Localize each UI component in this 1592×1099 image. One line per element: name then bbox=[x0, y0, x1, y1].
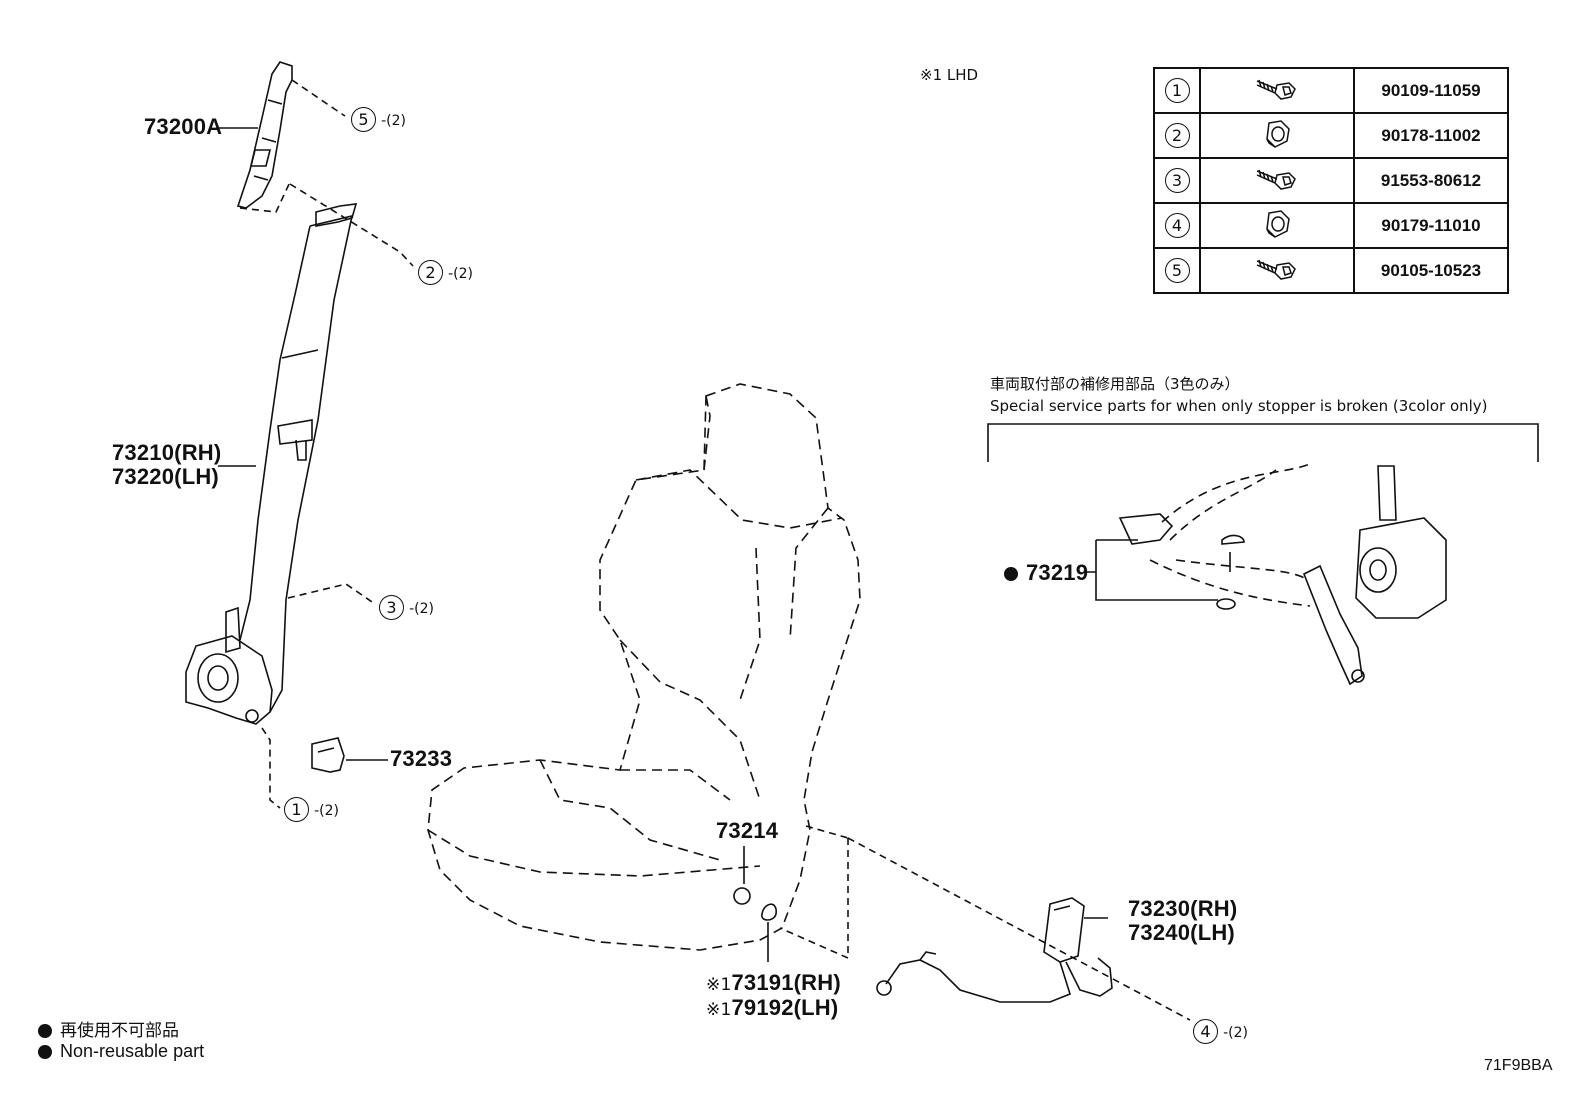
buckle-drawing bbox=[876, 897, 1113, 1003]
legend-part-number[interactable]: 90105-10523 bbox=[1353, 247, 1509, 294]
shoulder-anchor-drawing bbox=[236, 61, 293, 209]
callout-qty: -(2) bbox=[448, 266, 473, 282]
non-reusable-bullet-icon bbox=[38, 1045, 52, 1060]
callout-number: 1 bbox=[284, 797, 309, 822]
part-number: 73191(RH) bbox=[731, 970, 841, 995]
diagram-code: 71F9BBA bbox=[1484, 1057, 1553, 1074]
stopper-inset-drawing bbox=[1118, 463, 1447, 686]
part-label-73219[interactable]: 73219 bbox=[1004, 560, 1088, 586]
part-label-73220[interactable]: 73220(LH) bbox=[112, 464, 219, 489]
footer-en-text: Non-reusable part bbox=[60, 1041, 205, 1061]
legend-part-number[interactable]: 90109-11059 bbox=[1353, 67, 1509, 114]
legend-number: 5 bbox=[1164, 258, 1190, 283]
bolt-icon bbox=[1256, 259, 1296, 280]
callout-2: 2 -(2) bbox=[418, 260, 473, 285]
legend-part-number[interactable]: 90178-11002 bbox=[1353, 112, 1509, 159]
legend-row: 3 91553-80612 bbox=[1153, 157, 1509, 204]
callout-3: 3 -(2) bbox=[379, 595, 434, 620]
lhd-note: ※1 LHD bbox=[920, 66, 979, 84]
callout-number: 2 bbox=[418, 260, 443, 285]
part-number: 79192(LH) bbox=[731, 995, 839, 1020]
part-label-73240[interactable]: 73240(LH) bbox=[1128, 920, 1235, 945]
nut-icon bbox=[1266, 209, 1290, 238]
legend-number: 4 bbox=[1164, 213, 1190, 238]
callout-qty: -(2) bbox=[1223, 1025, 1248, 1041]
legend-row: 4 90179-11010 bbox=[1153, 202, 1509, 249]
bolt-icon bbox=[1256, 169, 1296, 190]
non-reusable-bullet-icon bbox=[1004, 567, 1018, 582]
washer-drawing bbox=[733, 887, 751, 905]
part-label-79192[interactable]: ※179192(LH) bbox=[706, 995, 838, 1021]
legend-number: 2 bbox=[1164, 123, 1190, 148]
nut-icon bbox=[1266, 119, 1290, 148]
part-label-73233[interactable]: 73233 bbox=[390, 746, 453, 771]
lhd-mark: ※1 bbox=[706, 1000, 732, 1020]
callout-qty: -(2) bbox=[381, 113, 406, 129]
service-title-en: Special service parts for when only stop… bbox=[990, 397, 1488, 415]
footer-legend-jp: 再使用不可部品 bbox=[38, 1016, 179, 1041]
legend-number: 3 bbox=[1164, 168, 1190, 193]
service-title-jp: 車両取付部の補修用部品（3色のみ） bbox=[990, 375, 1240, 393]
seat-drawing bbox=[427, 383, 861, 951]
legend-part-number[interactable]: 90179-11010 bbox=[1353, 202, 1509, 249]
callout-number: 5 bbox=[351, 107, 376, 132]
legend-number: 1 bbox=[1164, 78, 1190, 103]
part-label-73200a[interactable]: 73200A bbox=[144, 114, 223, 139]
retractor-belt-drawing bbox=[185, 203, 358, 725]
legend-row: 5 90105-10523 bbox=[1153, 247, 1509, 294]
legend-row: 2 90178-11002 bbox=[1153, 112, 1509, 159]
bolt-icon bbox=[1256, 79, 1296, 100]
callout-4: 4 -(2) bbox=[1193, 1019, 1248, 1044]
part-label-73214[interactable]: 73214 bbox=[716, 818, 779, 843]
part-label-73191[interactable]: ※173191(RH) bbox=[706, 970, 841, 996]
callout-number: 3 bbox=[379, 595, 404, 620]
part-label-73210[interactable]: 73210(RH) bbox=[112, 440, 222, 465]
callout-qty: -(2) bbox=[314, 803, 339, 819]
callout-1: 1 -(2) bbox=[284, 797, 339, 822]
non-reusable-bullet-icon bbox=[38, 1024, 52, 1038]
footer-jp-text: 再使用不可部品 bbox=[60, 1021, 179, 1041]
cover-73233-drawing bbox=[311, 737, 345, 773]
legend-part-number[interactable]: 91553-80612 bbox=[1353, 157, 1509, 204]
callout-number: 4 bbox=[1193, 1019, 1218, 1044]
footer-legend-en: Non-reusable part bbox=[38, 1041, 204, 1062]
fastener-legend-table: 1 90109-11059 2 90178-11002 3 91553-8061… bbox=[1153, 67, 1509, 294]
part-label-73230[interactable]: 73230(RH) bbox=[1128, 896, 1238, 921]
legend-row: 1 90109-11059 bbox=[1153, 67, 1509, 114]
part-number: 73219 bbox=[1026, 560, 1089, 585]
callout-qty: -(2) bbox=[409, 601, 434, 617]
callout-5: 5 -(2) bbox=[351, 107, 406, 132]
lhd-mark: ※1 bbox=[706, 975, 732, 995]
